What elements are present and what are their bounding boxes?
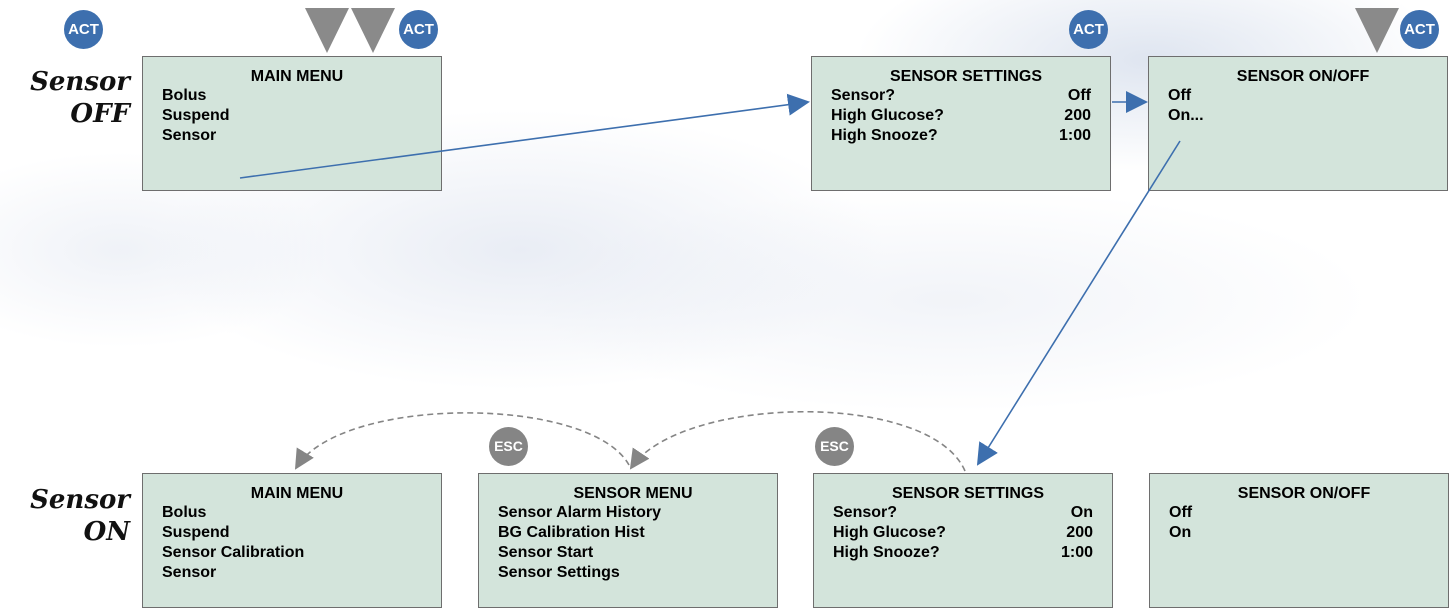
setting-label: High Snooze? (833, 544, 940, 561)
row-label-line2: OFF (70, 99, 130, 129)
screen-title: MAIN MENU (250, 68, 344, 85)
screen-title: MAIN MENU (250, 485, 344, 502)
setting-value: Off (1067, 87, 1091, 104)
row-label-sensor-on: Sensor ON (0, 484, 130, 548)
back-arrow-settings-to-menu (629, 411, 966, 472)
setting-label: High Glucose? (833, 524, 946, 541)
sensor-onoff-screen-top: SENSOR ON/OFF Off On... (1148, 56, 1448, 191)
option-on: On... (1168, 107, 1204, 124)
option-off: Off (1168, 87, 1192, 104)
screen-title: SENSOR ON/OFF (1237, 485, 1371, 502)
setting-value: 1:00 (1060, 544, 1093, 561)
row-label-line1: Sensor (30, 67, 130, 97)
act-button-icon: ACT (1069, 10, 1108, 49)
screen-title: SENSOR SETTINGS (891, 485, 1045, 502)
act-button-icon: ACT (64, 10, 103, 49)
option-on: On (1169, 524, 1192, 541)
setting-row-high-glucose: High Glucose? 200 (831, 106, 1091, 126)
act-button-icon: ACT (1400, 10, 1439, 49)
flow-arrows (239, 91, 1181, 472)
main-menu-screen-off: MAIN MENU Bolus Suspend Sensor (142, 56, 442, 191)
setting-value: 200 (1066, 524, 1093, 541)
menu-item-sensor-start: Sensor Start (498, 544, 594, 561)
main-menu-screen-on: MAIN MENU Bolus Suspend Sensor Calibrati… (142, 473, 442, 608)
menu-item-suspend: Suspend (162, 107, 230, 124)
act-button-icon: ACT (399, 10, 438, 49)
setting-row-sensor: Sensor? On (833, 503, 1093, 523)
screen-title: SENSOR ON/OFF (1236, 68, 1370, 85)
arrow-main-to-settings (239, 93, 810, 179)
screen-title: SENSOR SETTINGS (889, 68, 1043, 85)
sensor-onoff-screen-bottom: SENSOR ON/OFF Off On (1149, 473, 1449, 608)
back-arrow-menu-to-main (294, 412, 630, 470)
setting-label: Sensor? (831, 87, 896, 104)
down-arrow-icon (1355, 8, 1399, 53)
setting-row-high-snooze: High Snooze? 1:00 (831, 126, 1091, 146)
menu-item-bolus: Bolus (162, 87, 207, 104)
menu-item-sensor-settings: Sensor Settings (498, 564, 620, 581)
setting-label: Sensor? (833, 504, 898, 521)
esc-button-icon: ESC (489, 427, 528, 466)
setting-row-high-glucose: High Glucose? 200 (833, 523, 1093, 543)
menu-item-sensor-calibration: Sensor Calibration (162, 544, 305, 561)
esc-button-icon: ESC (815, 427, 854, 466)
sensor-settings-screen-off: SENSOR SETTINGS Sensor? Off High Glucose… (811, 56, 1111, 191)
menu-item-bolus: Bolus (162, 504, 207, 521)
menu-item-sensor-alarm-history: Sensor Alarm History (498, 504, 662, 521)
row-label-sensor-off: Sensor OFF (0, 66, 130, 130)
menu-item-sensor: Sensor (162, 564, 217, 581)
sensor-settings-screen-on: SENSOR SETTINGS Sensor? On High Glucose?… (813, 473, 1113, 608)
down-arrow-icon (305, 8, 349, 53)
menu-item-suspend: Suspend (162, 524, 230, 541)
row-label-line2: ON (83, 517, 130, 547)
sensor-menu-screen: SENSOR MENU Sensor Alarm History BG Cali… (478, 473, 778, 608)
down-arrow-icon (351, 8, 395, 53)
menu-item-bg-calibration-hist: BG Calibration Hist (498, 524, 645, 541)
setting-value: On (1070, 504, 1093, 521)
menu-item-sensor: Sensor (162, 127, 217, 144)
screen-title: SENSOR MENU (573, 485, 693, 502)
setting-label: High Glucose? (831, 107, 944, 124)
row-label-line1: Sensor (30, 485, 130, 515)
setting-row-sensor: Sensor? Off (831, 86, 1091, 106)
option-off: Off (1169, 504, 1193, 521)
setting-value: 1:00 (1058, 127, 1091, 144)
setting-label: High Snooze? (831, 127, 938, 144)
setting-value: 200 (1064, 107, 1091, 124)
setting-row-high-snooze: High Snooze? 1:00 (833, 543, 1093, 563)
arrow-onoff-to-settings-on (976, 140, 1181, 466)
